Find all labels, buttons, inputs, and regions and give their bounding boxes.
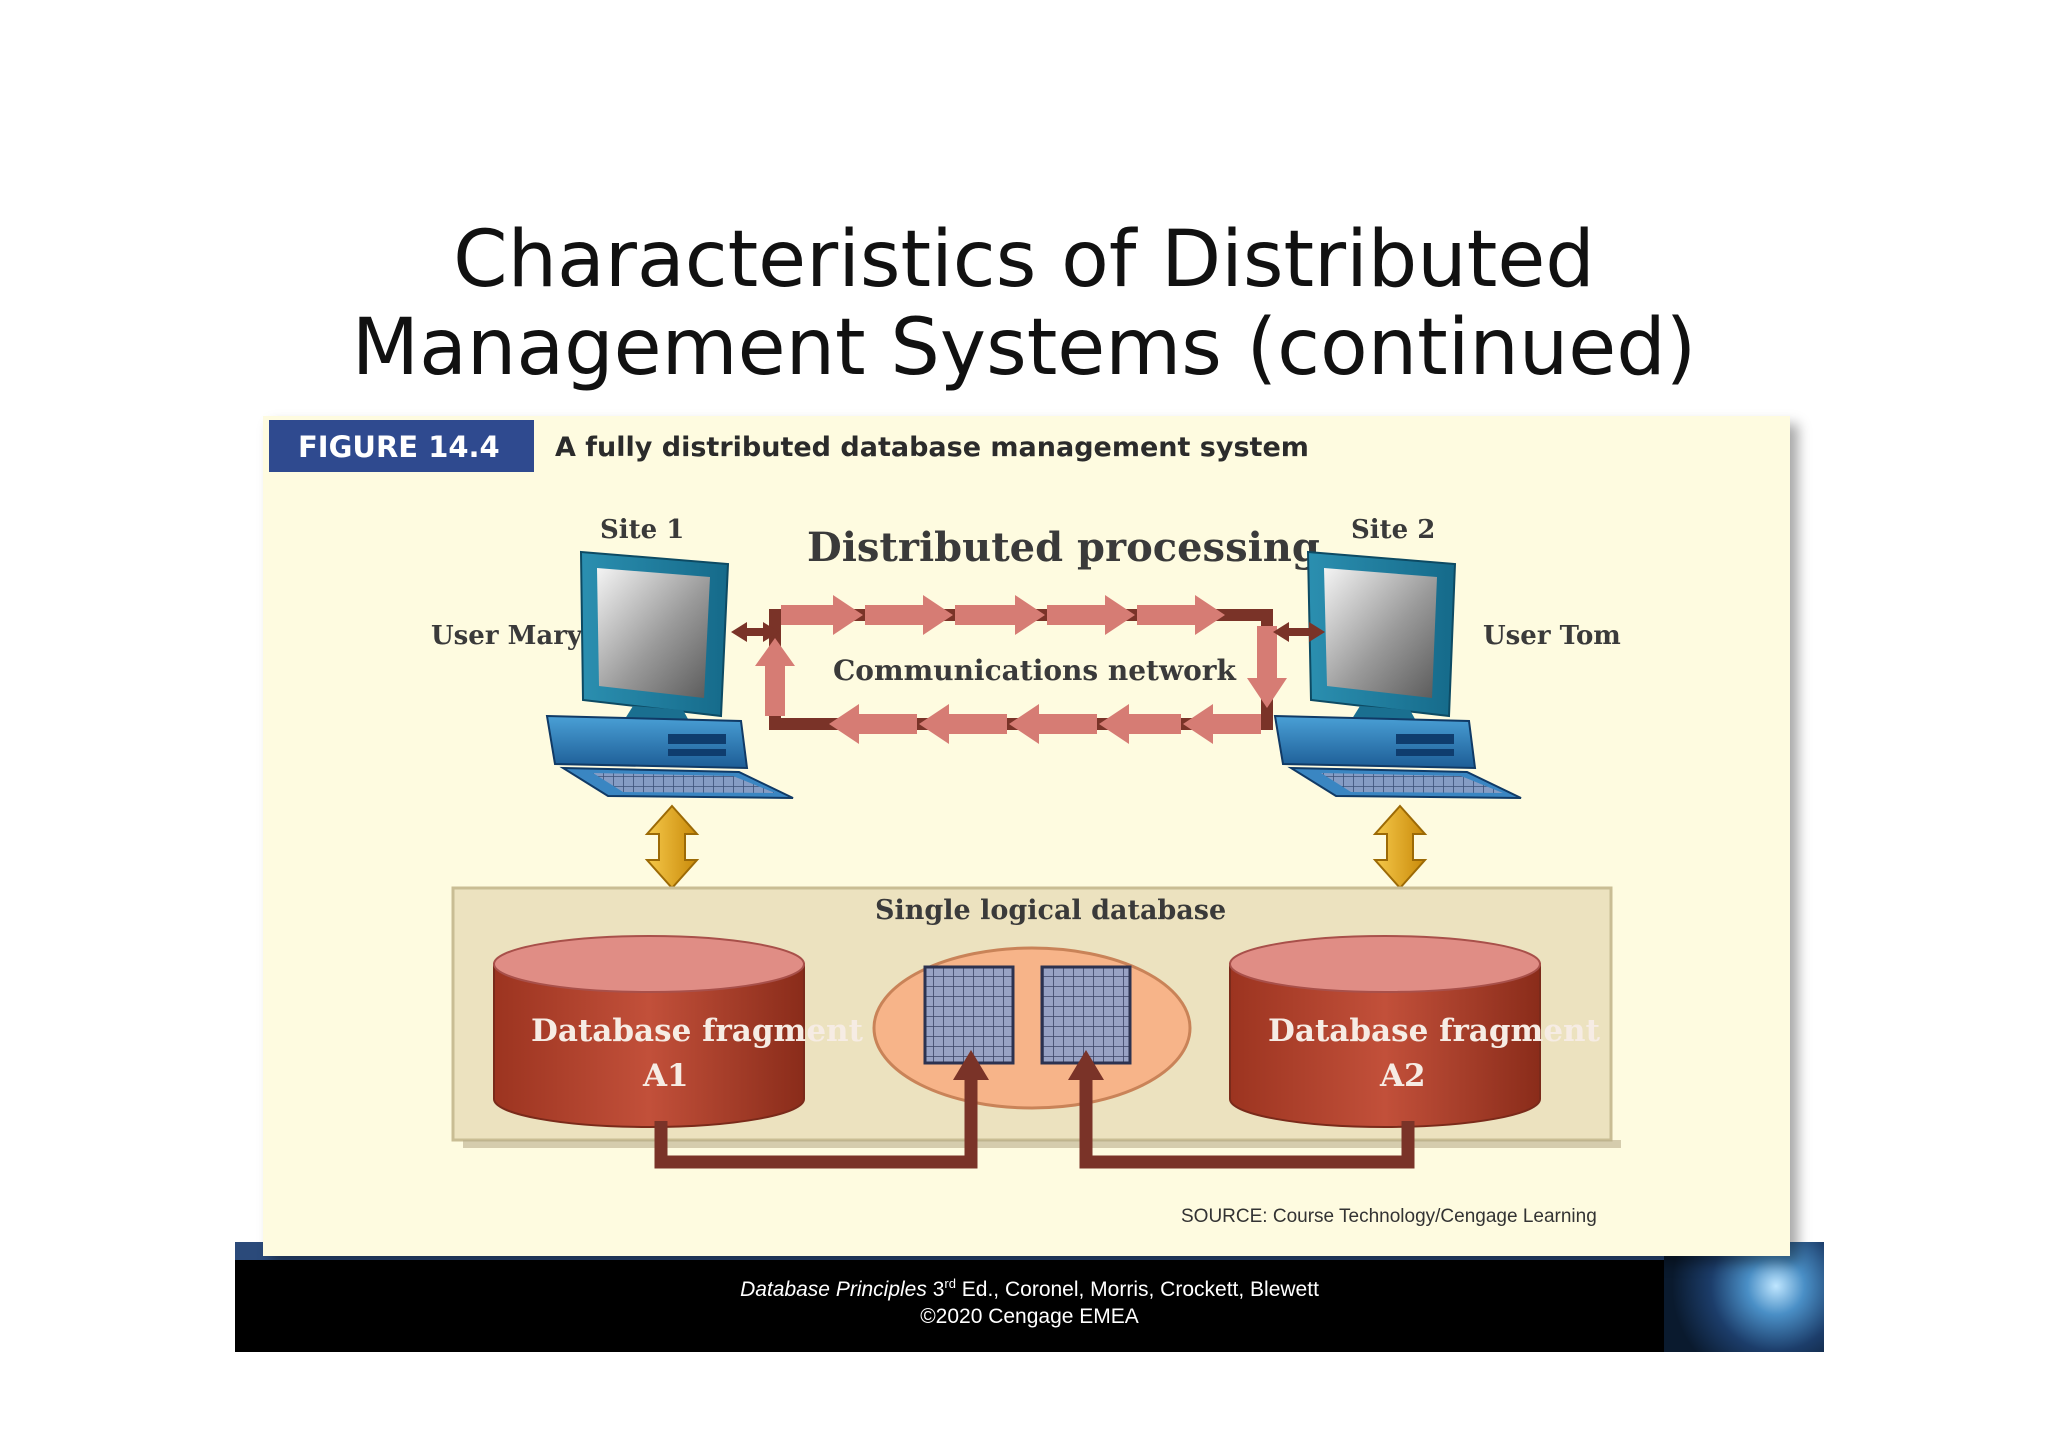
user-mary-label: User Mary <box>431 621 583 651</box>
database-center-oval <box>872 946 1192 1110</box>
footer-authors: Ed., Coronel, Morris, Crockett, Blewett <box>955 1278 1319 1301</box>
site-1-db-link-arrow <box>644 804 700 890</box>
figure-label: FIGURE 14.4 <box>298 430 500 464</box>
site-2-db-link-arrow <box>1372 804 1428 890</box>
table-grid-2-icon <box>1040 965 1132 1065</box>
database-fragment-a1-cylinder <box>493 935 805 1128</box>
fragment-a1-connector <box>654 1076 978 1169</box>
figure-caption: A fully distributed database management … <box>555 432 1309 463</box>
fragment-a1-label: Database fragment <box>531 1013 864 1049</box>
distributed-processing-heading: Distributed processing <box>807 524 1320 571</box>
figure-source: SOURCE: Course Technology/Cengage Learni… <box>1181 1206 1597 1227</box>
single-logical-database-label: Single logical database <box>875 895 1226 926</box>
footer-copyright: ©2020 Cengage EMEA <box>920 1305 1139 1328</box>
fragment-a2-connector <box>1079 1076 1415 1169</box>
footer-edition-suffix: rd <box>944 1276 956 1291</box>
fragment-a1-id: A1 <box>642 1058 689 1094</box>
site-2-label: Site 2 <box>1351 515 1435 545</box>
computer-site-2-icon <box>1273 550 1522 799</box>
figure-panel: FIGURE 14.4 A fully distributed database… <box>263 416 1790 1256</box>
slide-title-line-2: Management Systems (continued) <box>351 303 1697 393</box>
fragment-a2-label: Database fragment <box>1268 1013 1601 1049</box>
fragment-a2-id: A2 <box>1379 1058 1426 1094</box>
database-fragment-a2-cylinder <box>1229 935 1541 1128</box>
communications-network-loop <box>731 595 1325 744</box>
footer-text: Database Principles 3rd Ed., Coronel, Mo… <box>235 1270 1824 1330</box>
footer-bar <box>235 1242 1824 1352</box>
footer-book-title: Database Principles <box>740 1278 927 1301</box>
computer-site-1-icon <box>545 550 794 799</box>
footer-decoration-image <box>1664 1242 1824 1352</box>
footer-citation: Database Principles 3rd Ed., Coronel, Mo… <box>235 1270 1824 1303</box>
user-tom-label: User Tom <box>1483 621 1621 651</box>
slide-title: Characteristics of Distributed Managemen… <box>0 216 2048 392</box>
communications-network-label: Communications network <box>833 654 1237 687</box>
table-grid-1-icon <box>923 965 1015 1065</box>
footer-edition-number: 3 <box>932 1278 945 1301</box>
slide-title-line-1: Characteristics of Distributed <box>453 215 1595 305</box>
figure-label-box <box>269 420 534 472</box>
distributed-dbms-diagram: FIGURE 14.4 A fully distributed database… <box>269 420 1621 1227</box>
site-1-label: Site 1 <box>600 515 684 545</box>
